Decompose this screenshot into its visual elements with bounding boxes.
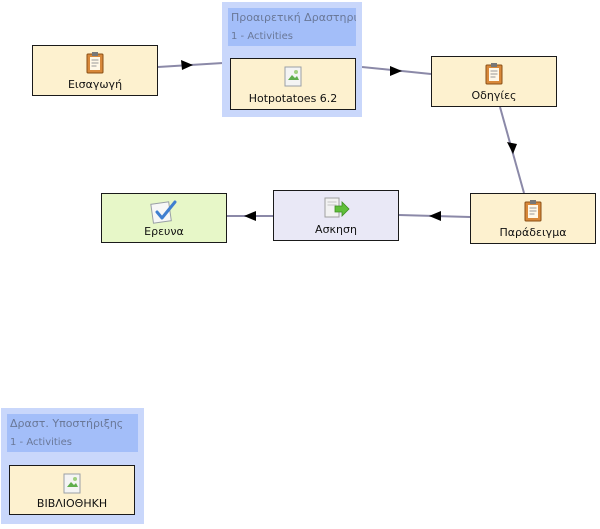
group-support-subtitle: 1 - Activities [10, 437, 72, 448]
group-optional-title: Προαιρετική Δραστηρι [231, 11, 356, 24]
activity-label: Παράδειγμα [499, 226, 567, 239]
group-optional-activity[interactable]: Προαιρετική Δραστηρι 1 - Activities Hotp… [222, 2, 362, 117]
activity-label: Ερευνα [144, 225, 184, 238]
activity-label: Εισαγωγή [67, 78, 123, 91]
notepad-icon [84, 51, 106, 78]
activity-paradeigma[interactable]: Παράδειγμα [470, 193, 596, 244]
activity-label: Ασκηση [315, 223, 357, 236]
activity-hotpotatoes[interactable]: Hotpotatoes 6.2 [230, 58, 356, 110]
group-optional-title-bar: Προαιρετική Δραστηρι 1 - Activities [228, 8, 356, 46]
activity-erevna[interactable]: Ερευνα [101, 193, 227, 243]
activity-label: Hotpotatoes 6.2 [248, 92, 338, 105]
connector-askisi-to-erevna [227, 211, 273, 221]
image-doc-icon [282, 64, 304, 91]
activity-askisi[interactable]: Ασκηση [273, 190, 399, 241]
group-support-title-bar: Δραστ. Υποστήριξης 1 - Activities [7, 414, 138, 452]
notepad-icon [522, 199, 544, 226]
doc-arrow-icon [321, 196, 351, 223]
group-support-title: Δραστ. Υποστήριξης [10, 417, 124, 430]
activity-label: Οδηγίες [471, 89, 517, 102]
connector-paradeigma-to-askisi [398, 211, 471, 221]
connector-eisagogi-to-hotpotatoes [157, 60, 224, 70]
group-optional-subtitle: 1 - Activities [231, 31, 293, 42]
activity-eisagogi[interactable]: Εισαγωγή [32, 45, 158, 96]
checklist-icon [149, 199, 179, 228]
notepad-icon [483, 62, 505, 89]
connector-hotpotatoes-to-odigies [361, 66, 432, 76]
activity-label: ΒΙΒΛΙΟΘΗΚΗ [36, 497, 108, 510]
connector-odigies-to-paradeigma [499, 106, 525, 194]
image-doc-icon [61, 471, 83, 498]
group-support-activity[interactable]: Δραστ. Υποστήριξης 1 - Activities ΒΙΒΛΙΟ… [1, 408, 144, 524]
activity-odigies[interactable]: Οδηγίες [431, 56, 557, 107]
activity-vivliothiki[interactable]: ΒΙΒΛΙΟΘΗΚΗ [9, 465, 135, 515]
